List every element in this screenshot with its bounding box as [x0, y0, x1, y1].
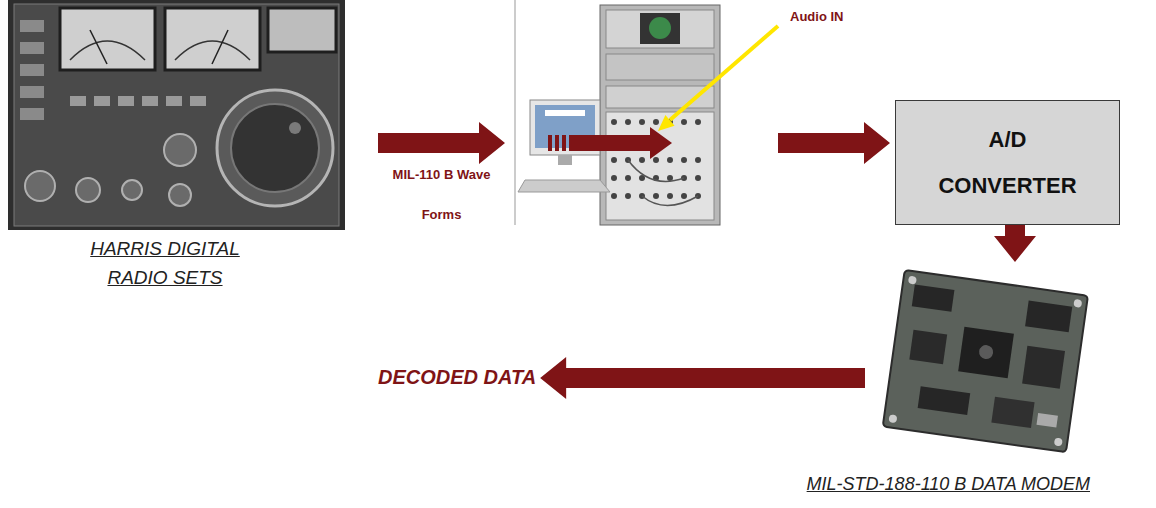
radio-button [142, 96, 158, 106]
test-rack-photo: Audio IN [520, 5, 720, 225]
mount-hole [1054, 437, 1063, 446]
scope-bezel [640, 13, 680, 44]
converter-box: A/D CONVERTER [895, 100, 1120, 225]
patch-cable [628, 160, 684, 181]
radio-button [20, 42, 44, 54]
rack-panel [606, 10, 714, 48]
radio-button [70, 96, 86, 106]
patch-connectors [611, 119, 701, 199]
output-label: DECODED DATA [378, 366, 536, 389]
ic-chip [1022, 346, 1065, 389]
mount-hole [888, 414, 897, 423]
radio-meter [165, 8, 260, 70]
modem-board-photo: MIL-STD-188-110 B DATA MODEM [880, 262, 1095, 458]
separator-line [514, 0, 516, 225]
patch-panel [606, 112, 714, 220]
block-arrow [994, 225, 1036, 262]
input-arrow [548, 127, 672, 159]
box-label: A/D CONVERTER [933, 117, 1083, 209]
radio-front-panel [14, 4, 339, 226]
mount-hole [908, 276, 917, 285]
meter-needle [212, 30, 228, 64]
radio-button [118, 96, 134, 106]
tuning-dial [217, 90, 333, 206]
ic-chip [918, 386, 971, 415]
radio-meter [60, 8, 155, 70]
ic-chip [909, 330, 947, 364]
callout-label: Audio IN [790, 9, 843, 24]
chip-logo [978, 344, 994, 360]
radio-knob [25, 171, 55, 201]
radio-illustration [8, 0, 345, 230]
tuning-dial-dimple [289, 122, 301, 134]
radio-button [166, 96, 182, 106]
radio-button [20, 20, 44, 32]
tuning-dial-center [231, 104, 319, 192]
meter-scale [70, 41, 145, 60]
output-text: DECODED DATA [378, 366, 536, 389]
block-arrow [378, 122, 505, 164]
usb-connector [1036, 413, 1057, 428]
test-rack-illustration [518, 5, 778, 225]
computer-keyboard [518, 180, 610, 192]
radio-knob [164, 134, 196, 166]
rack-panel [606, 54, 714, 80]
meter-scale [175, 41, 250, 60]
block-arrow [778, 122, 890, 164]
processor-chip [958, 327, 1014, 379]
modem-board-illustration [883, 270, 1088, 452]
radio-knob [76, 178, 100, 202]
radio-button [94, 96, 110, 106]
edge-label: MIL-110 B Wave Forms [392, 155, 492, 235]
patch-cable [642, 196, 698, 206]
radio-button [20, 108, 44, 120]
radio-case [8, 0, 345, 230]
block-arrow [540, 357, 865, 399]
mount-hole [1073, 299, 1082, 308]
radio-button [190, 96, 206, 106]
ic-chip [991, 397, 1034, 428]
screen-window [545, 110, 585, 116]
radio-knob [169, 184, 191, 206]
device-caption: HARRIS DIGITAL RADIO SETS [70, 234, 260, 292]
memory-chip [1025, 301, 1072, 333]
radio-knob [122, 180, 142, 200]
device-caption: MIL-STD-188-110 B DATA MODEM [680, 474, 1090, 495]
memory-chip [912, 284, 955, 311]
pointer-line [670, 26, 778, 120]
radio-set-photo: HARRIS DIGITAL RADIO SETS [8, 0, 345, 230]
radio-button [20, 64, 44, 76]
radio-button [20, 86, 44, 98]
pointer-head [658, 115, 675, 131]
circuit-board [883, 270, 1088, 452]
meter-needle [90, 30, 107, 64]
monitor-stand [558, 155, 572, 165]
rack-cabinet [600, 5, 720, 225]
scope-screen [649, 17, 671, 39]
radio-display [268, 8, 336, 52]
